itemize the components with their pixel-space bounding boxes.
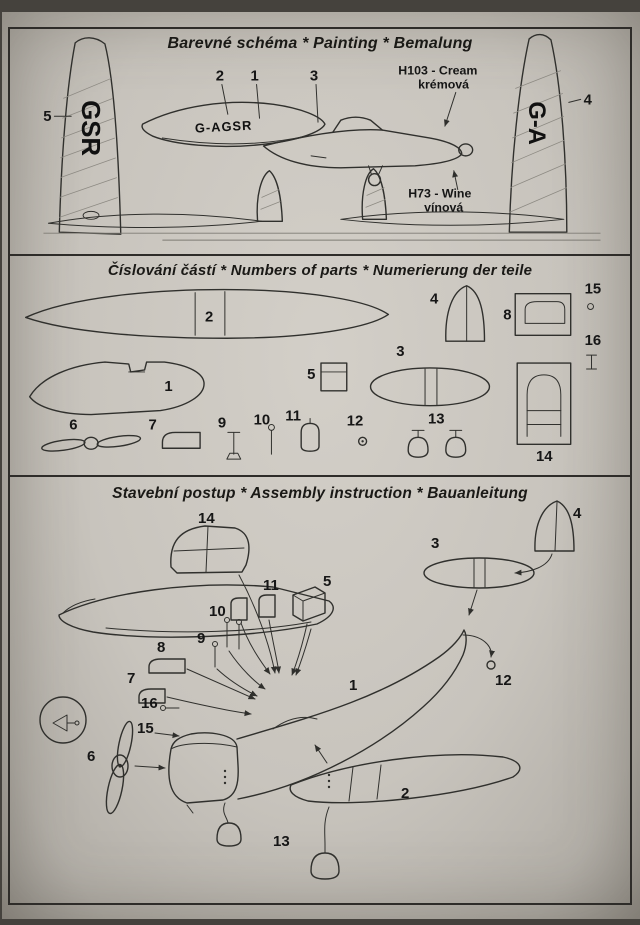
part-label-11: 11 <box>285 408 301 424</box>
part-7-fairing: 7 <box>149 417 201 449</box>
assembly-label-10: 10 <box>209 603 226 620</box>
assembly-label-13: 13 <box>273 833 290 850</box>
assembly-label-12: 12 <box>495 672 512 689</box>
assembly-label-1: 1 <box>349 677 357 694</box>
part-label-3: 3 <box>396 344 404 360</box>
scanned-instruction-sheet: Barevné schéma * Painting * Bemalung GSR… <box>2 12 640 919</box>
tail-fin-left-drawing: GSR <box>58 37 122 235</box>
assembly-label-14: 14 <box>198 510 215 527</box>
painting-drawing: GSR 5 G-A 4 <box>43 33 601 241</box>
assembly-part-6-propeller: 6 <box>87 720 166 815</box>
registration-fin-right: G-A <box>523 101 550 145</box>
part-4-fin: 4 <box>430 285 486 342</box>
painting-label-2: 2 <box>216 69 224 85</box>
part-label-6: 6 <box>69 417 77 433</box>
tail-fin-right-drawing: G-A <box>508 33 568 233</box>
part-1-fuselage: 1 <box>28 361 205 416</box>
registration-wing: G-AGSR <box>195 118 253 136</box>
assembly-section: Stavební postup * Assembly instruction *… <box>10 477 630 899</box>
bottom-silhouettes <box>43 168 601 241</box>
assembly-label-15: 15 <box>137 720 154 737</box>
wine-label-line1: H73 - Wine <box>408 187 471 201</box>
assembly-label-11: 11 <box>263 577 279 594</box>
painting-title: Barevné schéma * Painting * Bemalung <box>167 35 473 52</box>
assembly-label-6: 6 <box>87 748 95 765</box>
part-14-frame: 14 <box>516 362 572 465</box>
cream-label-line1: H103 - Cream <box>398 64 477 78</box>
part-5-box: 5 <box>307 362 348 392</box>
assembly-label-7: 7 <box>127 670 135 687</box>
part-8-window: 8 <box>503 292 572 336</box>
assembly-label-4: 4 <box>573 505 582 522</box>
assembly-lower-wing: 2 <box>289 744 521 804</box>
part-label-10: 10 <box>254 412 271 428</box>
assembly-part-10-pins: 10 <box>209 603 266 690</box>
part-16-axle: 16 <box>585 333 602 370</box>
assembly-label-2: 2 <box>401 785 409 802</box>
parts-section: Číslování částí * Numbers of parts * Num… <box>10 256 630 477</box>
cream-colour-callout: H103 - Cream krémová <box>398 64 477 127</box>
assembly-part-5-box: 5 <box>291 573 331 676</box>
aircraft-side-view <box>262 116 474 187</box>
assembly-label-16: 16 <box>141 695 158 712</box>
painting-section: Barevné schéma * Painting * Bemalung GSR… <box>10 29 630 256</box>
assembly-part-16-pin: 16 <box>141 695 180 712</box>
part-10-pin: 10 <box>254 412 275 455</box>
assembly-part-14-canopy: 14 <box>170 510 277 674</box>
part-label-2: 2 <box>205 309 213 325</box>
part-label-16: 16 <box>585 333 602 349</box>
assembly-part-8-windshield: 8 <box>148 639 256 700</box>
part-label-9: 9 <box>218 415 226 431</box>
parts-drawing: 2 4 8 15 16 <box>24 282 602 465</box>
part-9-tailwheel-strut: 9 <box>218 415 242 460</box>
aircraft-top-view: G-AGSR 2 1 3 <box>141 69 326 148</box>
part-3-stabilizer: 3 <box>369 344 491 407</box>
assembly-part-3-stabilizer: 3 <box>423 535 535 616</box>
callout-5: 5 <box>43 109 72 125</box>
part-label-8: 8 <box>503 307 511 323</box>
assembly-part-7-part: 7 <box>127 670 252 717</box>
painting-label-3: 3 <box>310 69 318 85</box>
cream-label-line2: krémová <box>418 77 469 91</box>
painting-label-1: 1 <box>250 69 258 85</box>
assembly-label-3: 3 <box>431 535 439 552</box>
part-6-propeller: 6 <box>41 417 142 452</box>
part-12-ring: 12 <box>347 413 368 446</box>
painting-label-5: 5 <box>43 109 51 125</box>
wine-label-line2: vínová <box>424 200 463 214</box>
part-label-5: 5 <box>307 367 315 383</box>
assembly-part-12-ring: 12 <box>462 634 512 689</box>
assembly-label-8: 8 <box>157 639 165 656</box>
part-label-1: 1 <box>164 379 172 395</box>
assembly-part-11-seats: 11 <box>230 577 282 675</box>
part-label-4: 4 <box>430 292 439 308</box>
assembly-part-4-fin: 4 <box>514 500 582 576</box>
registration-fin-left: GSR <box>76 100 104 156</box>
callout-4: 4 <box>568 92 593 108</box>
wine-colour-callout: H73 - Wine vínová <box>408 170 471 214</box>
assembly-drawing: 14 4 3 <box>39 500 582 880</box>
parts-title: Číslování částí * Numbers of parts * Num… <box>107 262 533 279</box>
part-label-7: 7 <box>149 417 157 433</box>
part-label-14: 14 <box>536 449 553 465</box>
part-2-wing: 2 <box>24 288 390 339</box>
assembly-label-5: 5 <box>323 573 331 590</box>
part-11-canister: 11 <box>285 408 320 452</box>
part-label-12: 12 <box>347 413 364 429</box>
part-label-13: 13 <box>428 411 445 427</box>
assembly-fuselage: 1 <box>168 629 467 814</box>
part-13-wheels: 13 <box>407 411 467 458</box>
part-15-small: 15 <box>585 282 602 311</box>
assembly-part-13-wheels: 13 <box>216 802 340 880</box>
detail-circle <box>39 696 87 744</box>
printed-frame: Barevné schéma * Painting * Bemalung GSR… <box>8 27 632 905</box>
assembly-part-15-arrow: 15 <box>137 720 180 739</box>
assembly-label-9: 9 <box>197 630 205 647</box>
part-label-15: 15 <box>585 282 602 298</box>
painting-label-4: 4 <box>584 92 593 108</box>
assembly-title: Stavební postup * Assembly instruction *… <box>112 485 528 502</box>
assembly-upper-wing <box>58 584 334 676</box>
